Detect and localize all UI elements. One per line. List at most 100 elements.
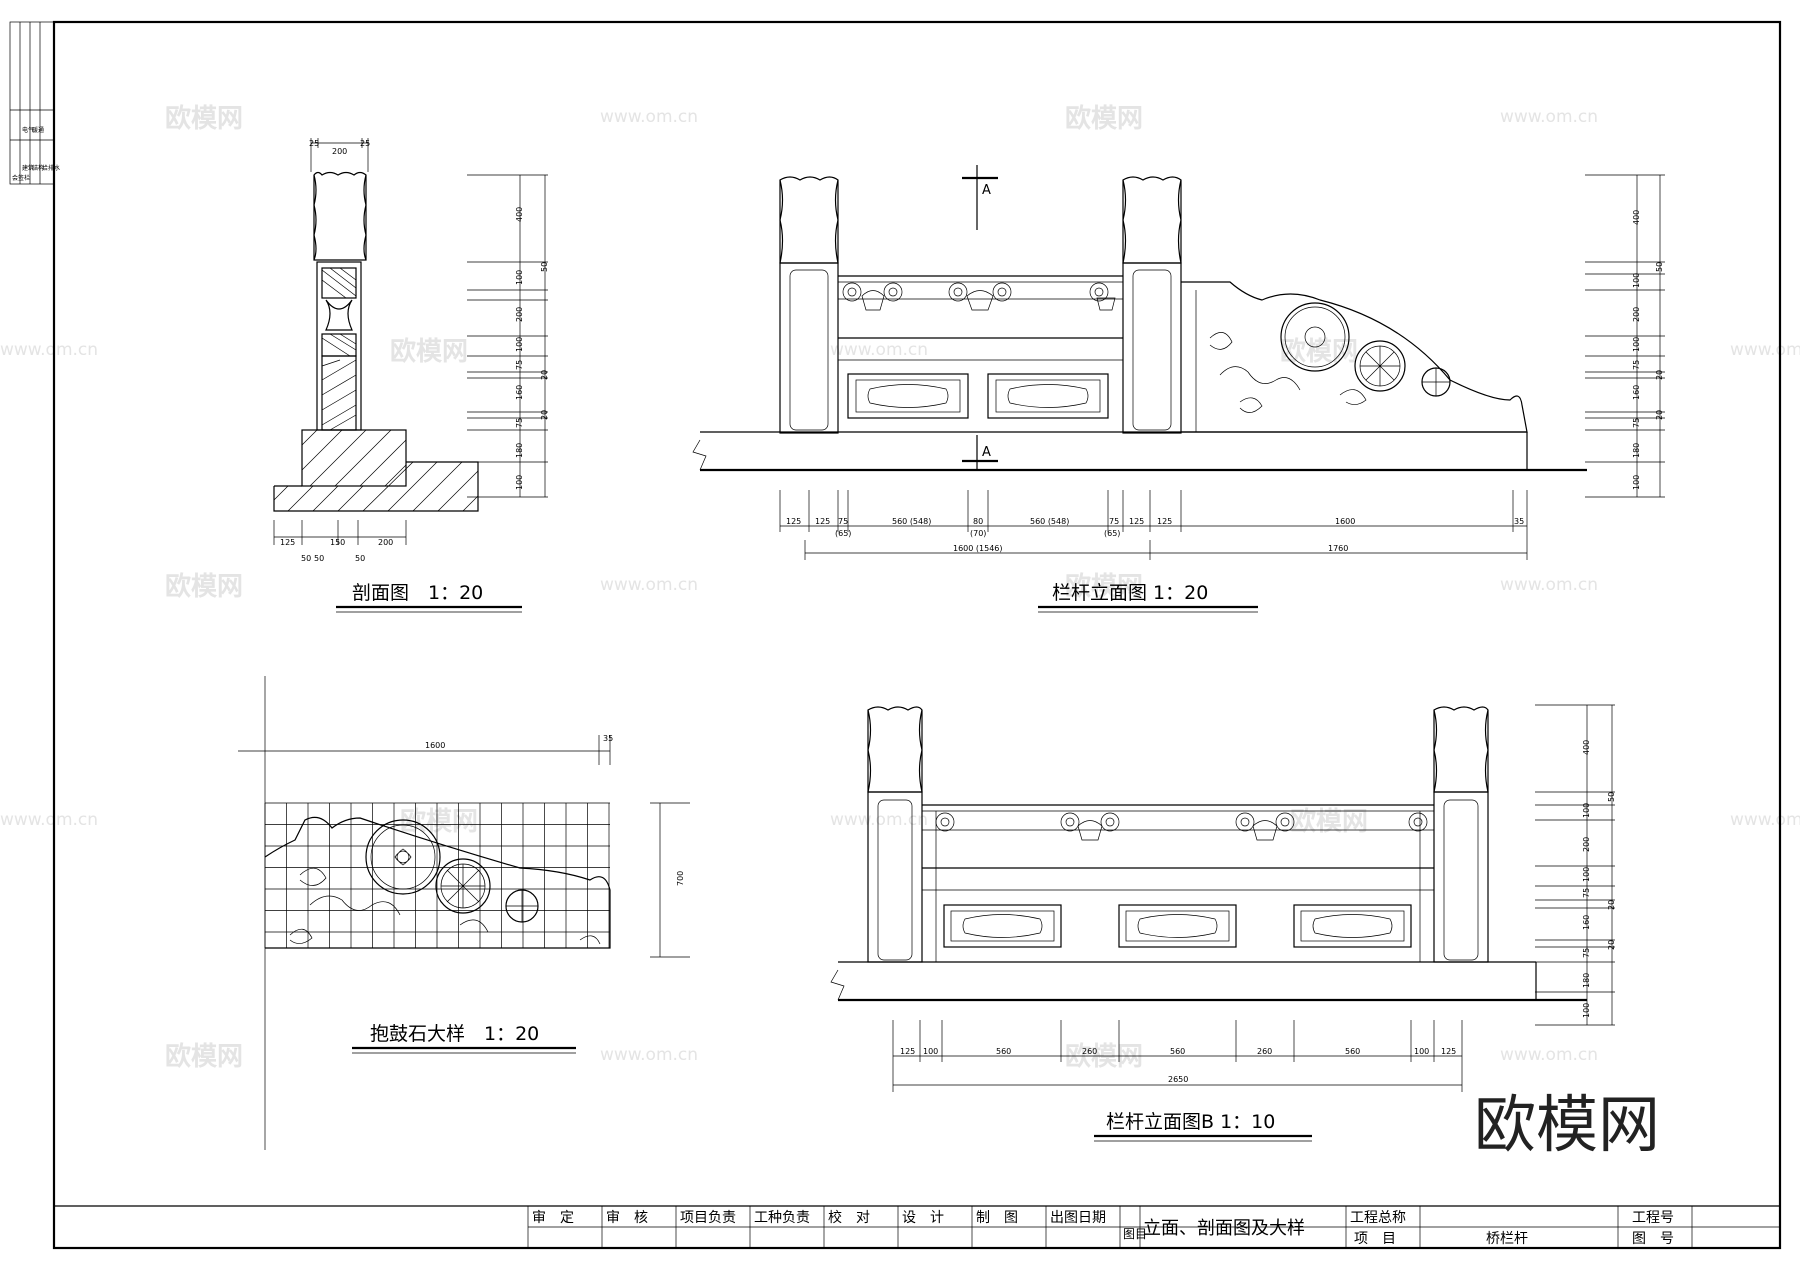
watermark-url: www.om.cn [1500, 107, 1598, 127]
dim-label: 200 [378, 538, 393, 547]
watermark-brand: 欧模网 [165, 1041, 243, 1072]
dim-label: 200 [515, 307, 524, 322]
title-block-cell: 项目负责 [680, 1210, 736, 1226]
dim-label: 20 [1655, 370, 1664, 380]
dim-label: 20 [1655, 410, 1664, 420]
dim-label: 20 [540, 410, 549, 420]
dim-label: 200 [1582, 837, 1591, 852]
dim-label: 100 [515, 475, 524, 490]
dim-label: 400 [1632, 210, 1641, 225]
dim-label: 75 [838, 517, 848, 526]
watermark-url: www.om.cn [1500, 1045, 1598, 1065]
dim-label: 25 [360, 139, 370, 148]
dim-label: 125 [1157, 517, 1172, 526]
dim-label: 560 [1170, 1047, 1185, 1056]
dim-label: 75 [1632, 418, 1641, 428]
dim-label: 260 [1257, 1047, 1272, 1056]
elevation-a-title: 栏杆立面图 1：20 [1052, 582, 1208, 604]
drum-stone-title: 抱鼓石大样 1：20 [370, 1023, 539, 1045]
dim-label: 125 [1129, 517, 1144, 526]
strip-label: 暖通 [32, 126, 44, 134]
dim-label: 1600 (1546) [953, 544, 1003, 553]
dim-label: 25 [309, 139, 319, 148]
watermark-url: www.om.cn [0, 340, 98, 360]
dim-label: 150 [330, 538, 345, 547]
dim-label: 560 [1345, 1047, 1360, 1056]
dim-label: 50 [540, 262, 549, 272]
elevation-b-title: 栏杆立面图B 1：10 [1106, 1111, 1275, 1133]
title-block-cell: 设 计 [902, 1210, 944, 1226]
dim-label: 75 [1632, 360, 1641, 370]
watermark-url: www.om.cn [830, 340, 928, 360]
dim-label: 100 [923, 1047, 938, 1056]
dim-label: 125 [786, 517, 801, 526]
section-mark: A [982, 183, 991, 198]
title-block-cell: 审 定 [532, 1210, 574, 1226]
left-binding-strip: 会签栏 建筑 结构 给排水 电气 暖通 [9, 21, 60, 185]
section-view: 25 200 25 125 150 200 50 50 50 [273, 138, 549, 613]
watermark-url: www.om.cn [600, 575, 698, 595]
dim-label: 160 [515, 385, 524, 400]
dim-label: 75 [1109, 517, 1119, 526]
dim-label: 20 [1607, 940, 1616, 950]
watermark-brand: 欧模网 [1065, 103, 1143, 134]
dim-label: 200 [1632, 307, 1641, 322]
title-block-cell: 校 对 [828, 1209, 870, 1226]
strip-label: 给排水 [42, 164, 60, 172]
project-value: 桥栏杆 [1486, 1231, 1528, 1247]
watermark-brand: 欧模网 [1065, 1041, 1143, 1072]
dim-label: 125 [900, 1047, 915, 1056]
watermark-layer: 欧模网 www.om.cn 欧模网 www.om.cn www.om.cn 欧模… [0, 103, 1800, 1072]
dim-label: 100 [1582, 1003, 1591, 1018]
dim-label: 125 [280, 538, 295, 547]
dim-label: 180 [1632, 443, 1641, 458]
watermark-url: www.om.cn [600, 1045, 698, 1065]
project-label: 项 目 [1354, 1231, 1396, 1247]
title-block-cell: 工种负责 [754, 1210, 810, 1226]
dim-label: 100 [1582, 803, 1591, 818]
dim-label: 180 [1582, 973, 1591, 988]
dim-label: (65) [835, 529, 851, 538]
strip-label: 电气 [22, 126, 34, 134]
section-mark: A [982, 445, 991, 460]
elevation-a: A A 125 125 75 560 (548) 80 560 (548) 75… [692, 165, 1665, 613]
dim-label: 1760 [1328, 544, 1348, 553]
dim-label: 2650 [1168, 1075, 1188, 1084]
project-general-label: 工程总称 [1350, 1210, 1406, 1226]
watermark-url: www.om.cn [1500, 575, 1598, 595]
dim-label: 1600 [1335, 517, 1355, 526]
watermark-brand: 欧模网 [165, 103, 243, 134]
watermark-url: www.om.cn [600, 107, 698, 127]
dim-label: 100 [1582, 867, 1591, 882]
watermark-url: www.om.cn [1730, 810, 1800, 830]
dim-label: 50 [355, 554, 365, 563]
dim-label: 125 [815, 517, 830, 526]
watermark-brand: 欧模网 [390, 336, 468, 367]
dim-label: 560 (548) [892, 517, 931, 526]
dim-label: 35 [603, 734, 613, 743]
title-block-cell: 审 核 [606, 1210, 648, 1226]
dim-label: 50 [1607, 792, 1616, 802]
drawing-label: 图目 [1123, 1227, 1147, 1241]
dim-label: (65) [1104, 529, 1120, 538]
dim-label: 35 [1514, 517, 1524, 526]
dim-label: 180 [515, 443, 524, 458]
dim-label: 75 [1582, 888, 1591, 898]
drawing-name: 立面、剖面图及大样 [1143, 1218, 1305, 1239]
dim-label: 20 [1607, 900, 1616, 910]
title-block: 审 定 审 核 项目负责 工种负责 校 对 设 计 制 图 出图日期 图目 立面… [54, 1205, 1780, 1248]
brand-logo: 欧模网 [1474, 1088, 1660, 1161]
strip-label: 会签栏 [12, 174, 30, 182]
section-view-title: 剖面图 1：20 [352, 582, 483, 604]
watermark-url: www.om.cn [0, 810, 98, 830]
dim-label: 700 [676, 871, 685, 886]
dim-label: 560 [996, 1047, 1011, 1056]
dim-label: 160 [1632, 385, 1641, 400]
dim-label: 160 [1582, 915, 1591, 930]
strip-label: 结构 [32, 164, 44, 172]
watermark-brand: 欧模网 [1065, 571, 1143, 602]
dim-label: 1600 [425, 741, 445, 750]
dim-label: 260 [1082, 1047, 1097, 1056]
dim-label: 50 [1655, 262, 1664, 272]
